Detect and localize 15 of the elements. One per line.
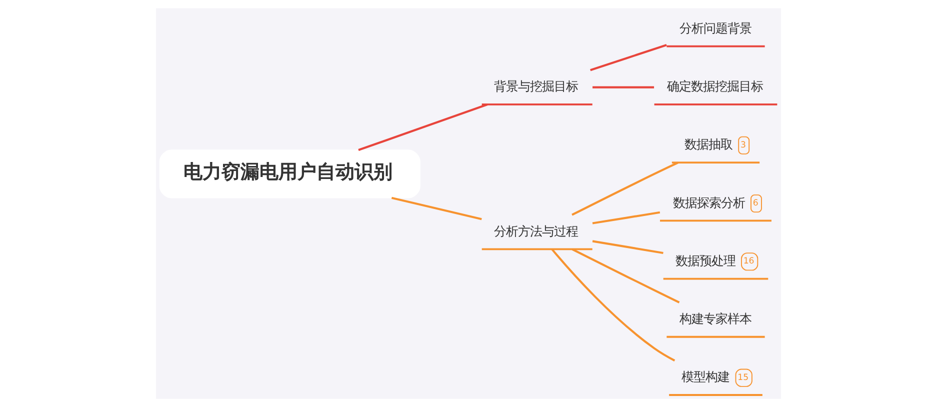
connector xyxy=(358,104,488,152)
connector xyxy=(550,248,675,362)
connector xyxy=(590,44,666,72)
connector xyxy=(592,86,654,88)
node-text: 分析问题背景 xyxy=(679,21,752,36)
connector xyxy=(571,162,678,216)
connector xyxy=(592,211,660,224)
node-text: 分析方法与过程 xyxy=(494,224,578,238)
connector xyxy=(571,248,680,304)
connector xyxy=(592,240,663,254)
node-text: 背景与挖掘目标 xyxy=(494,80,578,94)
node-box: 电力窃漏电用户自动识别 xyxy=(158,150,420,198)
connector xyxy=(390,196,482,220)
node-text: 确定数据挖掘目标 xyxy=(666,80,763,94)
node-text: 构建专家样本 xyxy=(679,312,752,326)
